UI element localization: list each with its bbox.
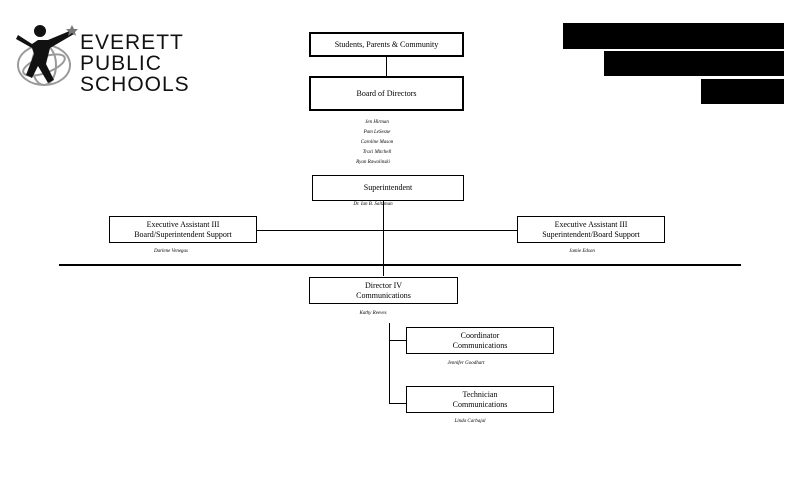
node-coordinator-subtitle: Communications — [452, 340, 508, 350]
node-superintendent-title: Superintendent — [363, 183, 413, 193]
node-superintendent: Superintendent — [312, 175, 464, 201]
connector-executive-assistants — [257, 230, 517, 231]
node-community: Students, Parents & Community — [309, 32, 464, 57]
node-director-subtitle: Communications — [356, 290, 411, 300]
node-community-title: Students, Parents & Community — [334, 39, 439, 49]
technician-name: Linda Carbajal — [454, 419, 486, 424]
node-board-title: Board of Directors — [356, 88, 417, 98]
redaction-bar-3 — [701, 79, 784, 104]
node-ea-right: Executive Assistant III Superintendent/B… — [517, 216, 665, 243]
node-technician-subtitle: Communications — [452, 399, 508, 409]
board-member-name: Jen Hirman — [365, 120, 389, 125]
coordinator-name: Jennifer Goodhart — [447, 361, 485, 366]
logo: EVERETT PUBLIC SCHOOLS — [12, 20, 189, 95]
ea-right-name: Jamie Edson — [569, 249, 595, 254]
node-ea-left-title: Executive Assistant III — [146, 220, 220, 230]
connector-superintendent-director — [383, 201, 384, 276]
divider-line — [59, 264, 741, 266]
node-director: Director IV Communications — [309, 277, 458, 304]
board-member-name: Ryan Rawolinski — [356, 160, 390, 165]
connector-director-staff — [389, 323, 390, 404]
node-coordinator-title: Coordinator — [460, 331, 500, 341]
connector-technician — [389, 403, 406, 404]
logo-line-schools: SCHOOLS — [80, 73, 190, 96]
node-ea-right-subtitle: Superintendent/Board Support — [542, 229, 640, 239]
director-name: Kathy Reeves — [359, 311, 387, 316]
board-member-name: Traci Mitchell — [362, 150, 392, 155]
logo-line-everett: EVERETT — [80, 31, 184, 54]
node-coordinator: Coordinator Communications — [406, 327, 554, 354]
board-member-name: Caroline Mason — [360, 140, 394, 145]
redaction-bar-1 — [563, 23, 784, 49]
connector-coordinator — [389, 340, 406, 341]
node-technician-title: Technician — [462, 390, 498, 400]
board-member-name: Pam LeSesne — [363, 130, 391, 135]
logo-line-public: PUBLIC — [80, 52, 162, 75]
node-board: Board of Directors — [309, 76, 464, 111]
node-director-title: Director IV — [364, 281, 403, 291]
ea-left-name: Darlene Venegas — [153, 249, 189, 254]
connector-community-board — [386, 57, 387, 77]
node-ea-left: Executive Assistant III Board/Superinten… — [109, 216, 257, 243]
redaction-bar-2 — [604, 51, 784, 76]
node-ea-left-subtitle: Board/Superintendent Support — [134, 229, 232, 239]
node-ea-right-title: Executive Assistant III — [554, 220, 628, 230]
runner-globe-icon — [16, 25, 78, 86]
node-technician: Technician Communications — [406, 386, 554, 413]
superintendent-name: Dr. Ian B. Saltzman — [353, 202, 393, 207]
